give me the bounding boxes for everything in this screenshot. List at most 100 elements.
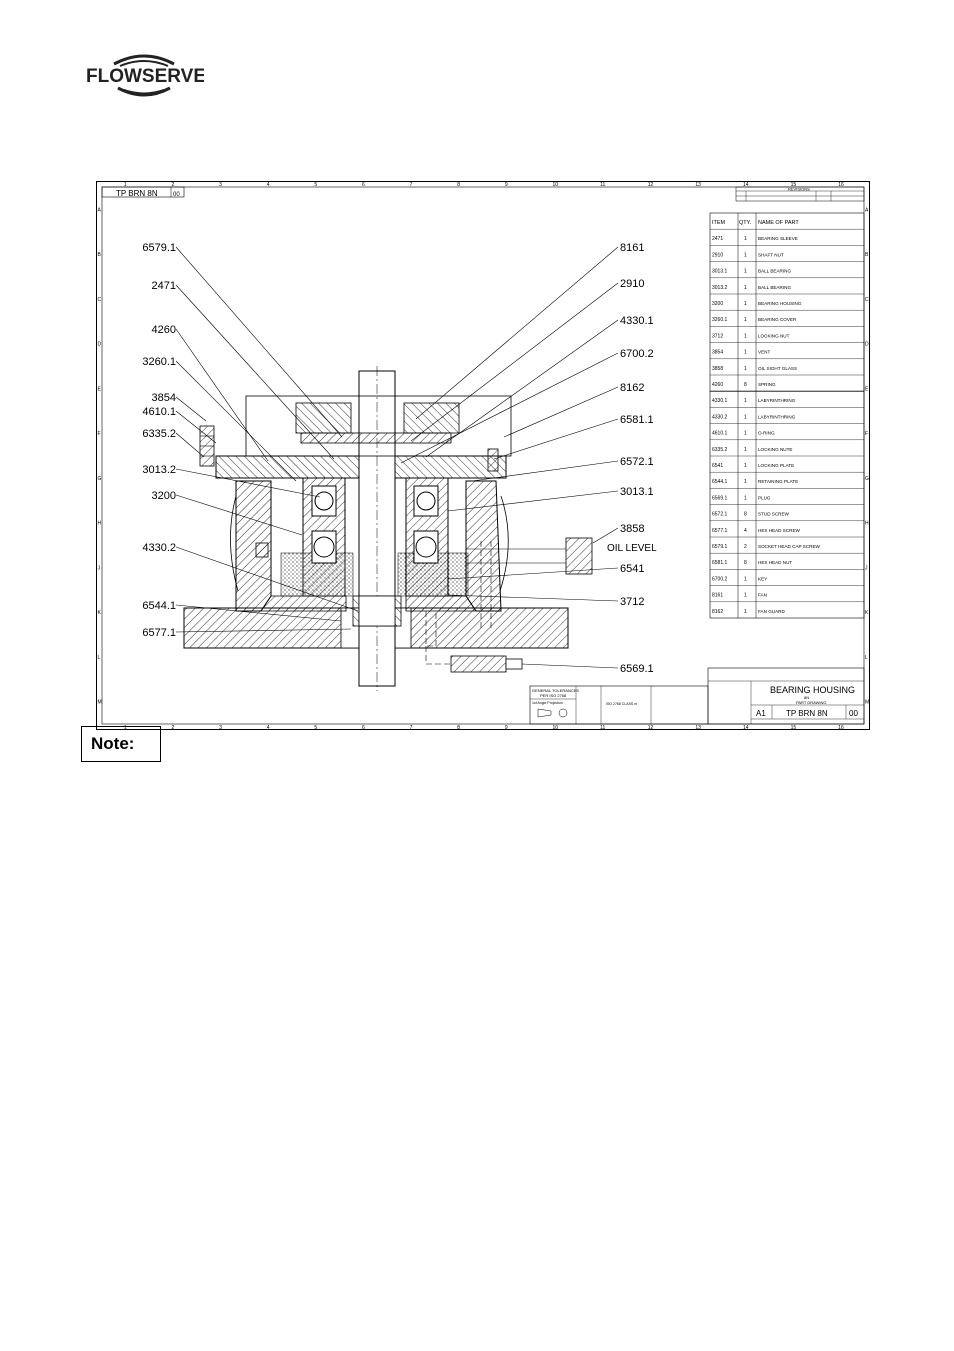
assembly-section (183, 366, 593, 691)
part-qty: 1 (744, 447, 747, 453)
part-name: BEARING HOUSING (758, 301, 802, 306)
grid-col-label-top: 13 (695, 182, 701, 188)
grid-col-label-top: 1 (124, 182, 127, 188)
title-block-title: BEARING HOUSING (770, 685, 855, 695)
part-qty: 2 (744, 544, 747, 550)
part-qty: 1 (744, 414, 747, 420)
part-name: PLUG (758, 495, 771, 500)
part-item-number: 8161 (712, 593, 723, 599)
grid-row-label-left: E (98, 386, 102, 392)
part-item-number: 6700.2 (712, 576, 728, 582)
grid-col-label-top: 15 (791, 182, 797, 188)
part-item-number: 6572.1 (712, 512, 728, 518)
revisions-label: REVISIONS (788, 187, 810, 192)
part-name: SOCKET HEAD CAP SCREW (758, 544, 821, 549)
callout-left: 3200 (152, 490, 176, 502)
callout-right: 3858 (620, 523, 644, 535)
grid-row-label-right: J (865, 565, 868, 571)
callout-left: 6335.2 (142, 428, 176, 440)
grid-col-label-top: 4 (267, 182, 270, 188)
projection-label: 1st Angle Projection (532, 701, 563, 705)
part-name: HEX HEAD NUT (758, 560, 792, 565)
part-qty: 1 (744, 333, 747, 339)
grid-row-label-left: K (98, 610, 102, 616)
title-block-rev: 00 (849, 709, 858, 718)
part-item-number: 2910 (712, 252, 723, 258)
oil-level-label: OIL LEVEL (607, 543, 657, 554)
part-qty: 1 (744, 609, 747, 615)
part-name: LABYRINTHRING (758, 398, 796, 403)
grid-col-label-top: 2 (171, 182, 174, 188)
sheet-number-rev: 00 (173, 192, 180, 198)
note-label: Note: (81, 726, 161, 762)
title-block-subtitle1: 8N (804, 695, 809, 700)
callout-left: 3013.2 (142, 464, 176, 476)
leader-lines (175, 246, 619, 669)
callout-right: 3013.1 (620, 486, 654, 498)
grid-col-label-top: 8 (457, 182, 460, 188)
callout-right: 6569.1 (620, 663, 654, 675)
part-name: SPRING (758, 382, 776, 387)
part-name: LABYRINTHRING (758, 414, 796, 419)
part-name: BEARING SLEEVE (758, 236, 798, 241)
part-item-number: 6335.2 (712, 447, 728, 453)
part-qty: 1 (744, 495, 747, 501)
part-item-number: 4330.2 (712, 414, 728, 420)
part-name: LOCKING NUTE (758, 447, 792, 452)
callout-left: 4330.2 (142, 542, 176, 554)
parts-header-name: NAME OF PART (758, 220, 799, 226)
part-item-number: 3013.2 (712, 285, 728, 291)
grid-col-label-top: 11 (600, 182, 605, 188)
parts-list: ITEM QTY. NAME OF PART 2471 1 BEARING SLEEVE 2… (709, 212, 865, 619)
grid-row-label-right: H (865, 521, 869, 527)
part-name: OIL SIGHT GLASS (758, 366, 797, 371)
part-item-number: 2471 (712, 236, 723, 242)
parts-list-frame (709, 212, 865, 619)
part-item-number: 8162 (712, 609, 723, 615)
part-qty: 1 (744, 479, 747, 485)
callout-left: 4260 (152, 324, 176, 336)
part-qty: 1 (744, 366, 747, 372)
grid-row-label-right: C (865, 297, 869, 303)
callout-left: 2471 (152, 280, 176, 292)
grid-row-label-left: D (98, 342, 102, 348)
grid-row-label-left: L (98, 655, 101, 661)
part-qty: 1 (744, 301, 747, 307)
grid-row-label-left: F (98, 431, 101, 437)
part-qty: 1 (744, 285, 747, 291)
tolerances-std: PER ISO 2768 (540, 693, 567, 698)
grid-row-label-right: G (865, 476, 869, 482)
sheet-number-label: TP BRN 8N (116, 189, 158, 198)
grid-row-label-right: B (865, 252, 869, 258)
parts-header-qty: QTY. (739, 220, 752, 226)
grid-row-label-left: G (98, 476, 102, 482)
grid-col-label-top: 9 (505, 182, 508, 188)
part-name: FAN GUARD (758, 609, 785, 614)
grid-col-label-bottom: 11 (600, 725, 605, 730)
grid-labels: 1122334455667788991010111112121313141415… (98, 182, 870, 730)
grid-col-label-top: 7 (410, 182, 413, 188)
part-qty: 8 (744, 382, 747, 388)
grid-col-label-top: 16 (838, 182, 844, 188)
part-name: O-RING (758, 431, 775, 436)
grid-col-label-bottom: 6 (362, 725, 365, 730)
part-qty: 1 (744, 350, 747, 356)
callout-right: 6572.1 (620, 456, 654, 468)
grid-row-label-right: E (865, 386, 869, 392)
part-name: STUD SCREW (758, 512, 790, 517)
grid-row-label-left: M (98, 700, 102, 706)
parts-header-item: ITEM (712, 220, 726, 226)
grid-row-label-right: M (865, 700, 869, 706)
grid-col-label-top: 3 (219, 182, 222, 188)
title-block-number: TP BRN 8N (786, 709, 828, 718)
iso-note: ISO 2768 CLASS m (606, 702, 637, 706)
callout-labels: 6579.1247142603260.138544610.16335.23013… (142, 242, 653, 675)
title-block-size: A1 (756, 709, 766, 718)
grid-col-label-bottom: 9 (505, 725, 508, 730)
grid-col-label-top: 5 (314, 182, 317, 188)
part-item-number: 6569.1 (712, 495, 728, 501)
part-qty: 4 (744, 528, 747, 534)
grid-row-label-left: C (98, 297, 102, 303)
part-item-number: 3712 (712, 333, 723, 339)
